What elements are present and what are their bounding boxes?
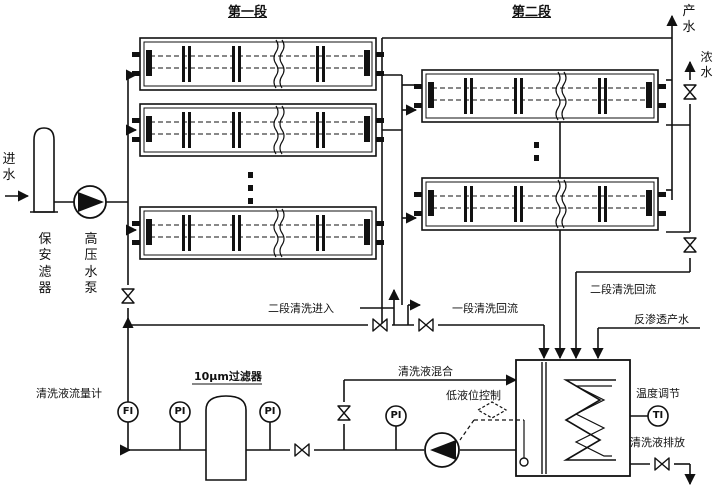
drain-valve[interactable] bbox=[654, 457, 670, 471]
stage-two-title: 第二段 bbox=[512, 5, 552, 20]
micron-filter-label: 10μm过滤器 bbox=[194, 370, 262, 383]
ro-product-water-label: 反渗透产水 bbox=[634, 313, 689, 326]
wash-liquid-drain-label: 清洗液排放 bbox=[630, 436, 685, 449]
stage-one-continuation-dots bbox=[248, 172, 253, 204]
product-water-label: 产水 bbox=[682, 4, 696, 36]
security-filter-label: 保安滤器 bbox=[38, 232, 52, 296]
wash-liquid-mixing-label: 清洗液混合 bbox=[398, 365, 453, 378]
stage-two-wash-in-valve[interactable] bbox=[372, 318, 388, 332]
pressure-gauge-pump-circle bbox=[385, 405, 407, 427]
ti-tag: TI bbox=[652, 410, 664, 421]
stage-one-wash-return-valve[interactable] bbox=[418, 318, 434, 332]
fi-tag: FI bbox=[122, 406, 134, 417]
pi-left-tag: PI bbox=[174, 406, 186, 417]
pressure-gauge-left-circle bbox=[169, 401, 191, 423]
level-float bbox=[519, 457, 529, 467]
stage-two-concentrate-valve[interactable] bbox=[683, 237, 697, 253]
heating-coil bbox=[563, 379, 616, 461]
concentrate-valve[interactable] bbox=[683, 84, 697, 100]
pi-pump-tag: PI bbox=[390, 410, 402, 421]
feed-valve[interactable] bbox=[121, 288, 135, 304]
mixing-line-valve[interactable] bbox=[337, 405, 351, 421]
concentrate-label: 浓水 bbox=[700, 50, 713, 79]
cleaning-pump-symbol bbox=[424, 432, 460, 468]
stage-two-continuation-dots bbox=[534, 142, 539, 161]
level-switch-diamond bbox=[476, 401, 508, 419]
cleaning-tank bbox=[515, 359, 631, 477]
stage-one-wash-return-label: 一段清洗回流 bbox=[452, 302, 518, 315]
stage-one-module-3 bbox=[131, 206, 385, 260]
wash-flow-meter-label: 清洗液流量计 bbox=[36, 387, 102, 400]
pi-right-tag: PI bbox=[264, 406, 276, 417]
low-level-control-label: 低液位控制 bbox=[446, 389, 501, 402]
security-filter-vessel bbox=[33, 127, 55, 213]
stage-two-wash-return-label: 二段清洗回流 bbox=[590, 283, 656, 296]
stage-one-module-1 bbox=[131, 37, 385, 91]
high-pressure-pump-label: 高压水泵 bbox=[84, 232, 98, 296]
temperature-adjust-label: 温度调节 bbox=[636, 387, 680, 400]
stage-one-module-2 bbox=[131, 103, 385, 157]
stage-two-module-2 bbox=[413, 177, 667, 231]
inlet-water-label: 进水 bbox=[2, 152, 16, 184]
micron-filter-vessel bbox=[205, 395, 247, 481]
pressure-gauge-right-circle bbox=[259, 401, 281, 423]
filter-outlet-valve[interactable] bbox=[294, 443, 310, 457]
stage-two-wash-in-label: 二段清洗进入 bbox=[268, 302, 334, 315]
stage-two-module-1 bbox=[413, 69, 667, 123]
stage-one-title: 第一段 bbox=[228, 5, 268, 20]
high-pressure-pump-symbol bbox=[73, 185, 107, 219]
flow-indicator-circle bbox=[117, 401, 139, 423]
